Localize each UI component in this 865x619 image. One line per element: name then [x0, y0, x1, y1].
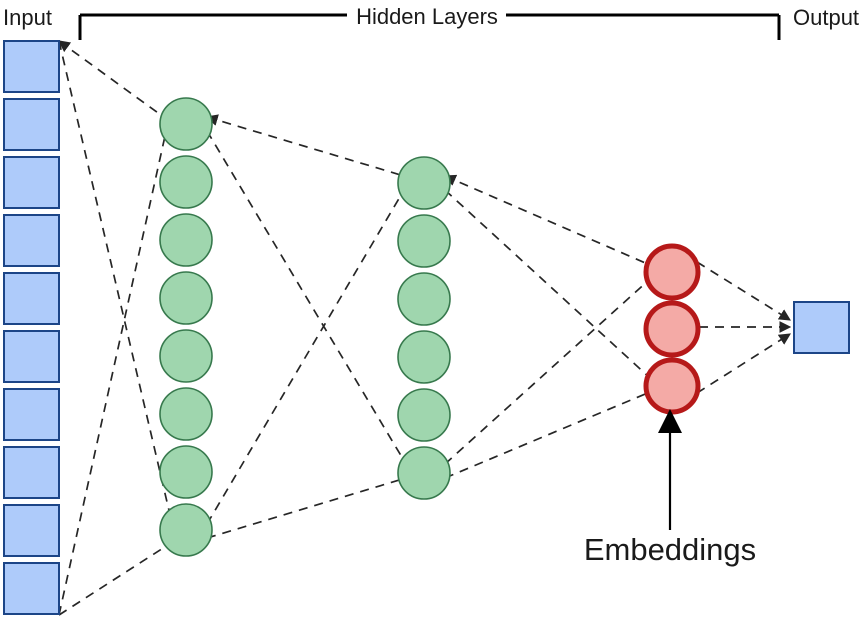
- hidden-layer-2: [397, 156, 451, 500]
- hidden-layers-bracket: [78, 13, 781, 40]
- connection-line: [444, 391, 651, 479]
- connection-line: [58, 542, 172, 616]
- input-layer: [3, 40, 60, 615]
- connection-line: [206, 477, 407, 539]
- embeddings-label: Embeddings: [584, 532, 756, 567]
- input-node: [3, 388, 60, 441]
- connection-line: [696, 261, 792, 321]
- connection-line: [58, 40, 166, 119]
- connection-line: [58, 135, 166, 616]
- input-node: [3, 562, 60, 615]
- hidden-node-l1: [159, 97, 213, 151]
- connection-line: [443, 174, 651, 266]
- hidden-node-l1: [159, 387, 213, 441]
- input-node: [3, 214, 60, 267]
- hidden-node-l1: [159, 445, 213, 499]
- hidden-node-l1: [159, 271, 213, 325]
- connection-line: [58, 40, 172, 520]
- connection-lines: [58, 40, 792, 616]
- input-node: [3, 446, 60, 499]
- input-node: [3, 40, 60, 93]
- hidden-node-l1: [159, 503, 213, 557]
- output-label: Output: [793, 5, 859, 30]
- hidden-node-l2: [397, 446, 451, 500]
- hidden-node-l2: [397, 272, 451, 326]
- connection-line: [206, 189, 405, 525]
- connection-line: [444, 189, 651, 379]
- hidden-node-l2: [397, 330, 451, 384]
- input-node: [3, 98, 60, 151]
- embedding-node: [643, 243, 701, 301]
- hidden-node-l1: [159, 155, 213, 209]
- connection-line: [696, 333, 792, 394]
- embedding-node: [643, 357, 701, 415]
- input-label: Input: [3, 5, 52, 30]
- hidden-layers-label: Hidden Layers: [356, 4, 498, 29]
- hidden-node-l2: [397, 214, 451, 268]
- output-layer: [793, 301, 850, 354]
- hidden-node-l2: [397, 388, 451, 442]
- connection-line: [444, 278, 651, 465]
- hidden-node-l1: [159, 213, 213, 267]
- hidden-node-l1: [159, 329, 213, 383]
- embedding-node: [643, 300, 701, 358]
- input-node: [3, 330, 60, 383]
- input-node: [3, 272, 60, 325]
- hidden-layer-1: [159, 97, 213, 557]
- embedding-layer: [643, 243, 701, 415]
- input-node: [3, 504, 60, 557]
- input-node: [3, 156, 60, 209]
- connection-line: [206, 130, 407, 465]
- output-node: [793, 301, 850, 354]
- connection-line: [205, 114, 405, 177]
- hidden-node-l2: [397, 156, 451, 210]
